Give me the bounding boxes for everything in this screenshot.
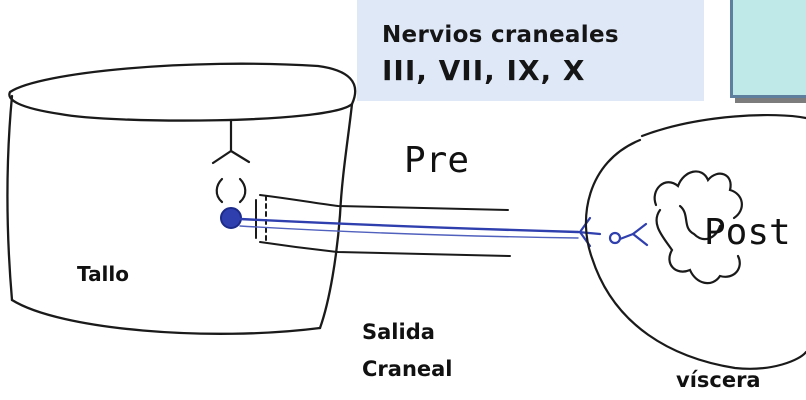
label-postganglionic: Post bbox=[704, 212, 791, 253]
label-brainstem: Tallo bbox=[77, 262, 129, 286]
label-cranial-exit-line1: Salida bbox=[362, 314, 453, 351]
label-cranial-exit-line2: Craneal bbox=[362, 351, 453, 388]
label-preganglionic: Pre bbox=[404, 140, 469, 181]
cranial-nerves-numbers: III, VII, IX, X bbox=[382, 54, 586, 87]
preganglionic-fiber-lower bbox=[240, 226, 578, 238]
central-neuron-branch bbox=[213, 120, 249, 202]
cranial-nerves-heading: Nervios craneales bbox=[382, 22, 619, 48]
corner-callout-box bbox=[730, 0, 806, 98]
label-cranial-exit: Salida Craneal bbox=[362, 314, 453, 388]
preganglionic-cell-body bbox=[221, 208, 241, 228]
brainstem-shape bbox=[8, 64, 356, 334]
label-viscera: víscera bbox=[676, 368, 761, 392]
preganglionic-fiber bbox=[240, 219, 578, 232]
cranial-nerves-box: Nervios craneales III, VII, IX, X bbox=[357, 0, 704, 101]
